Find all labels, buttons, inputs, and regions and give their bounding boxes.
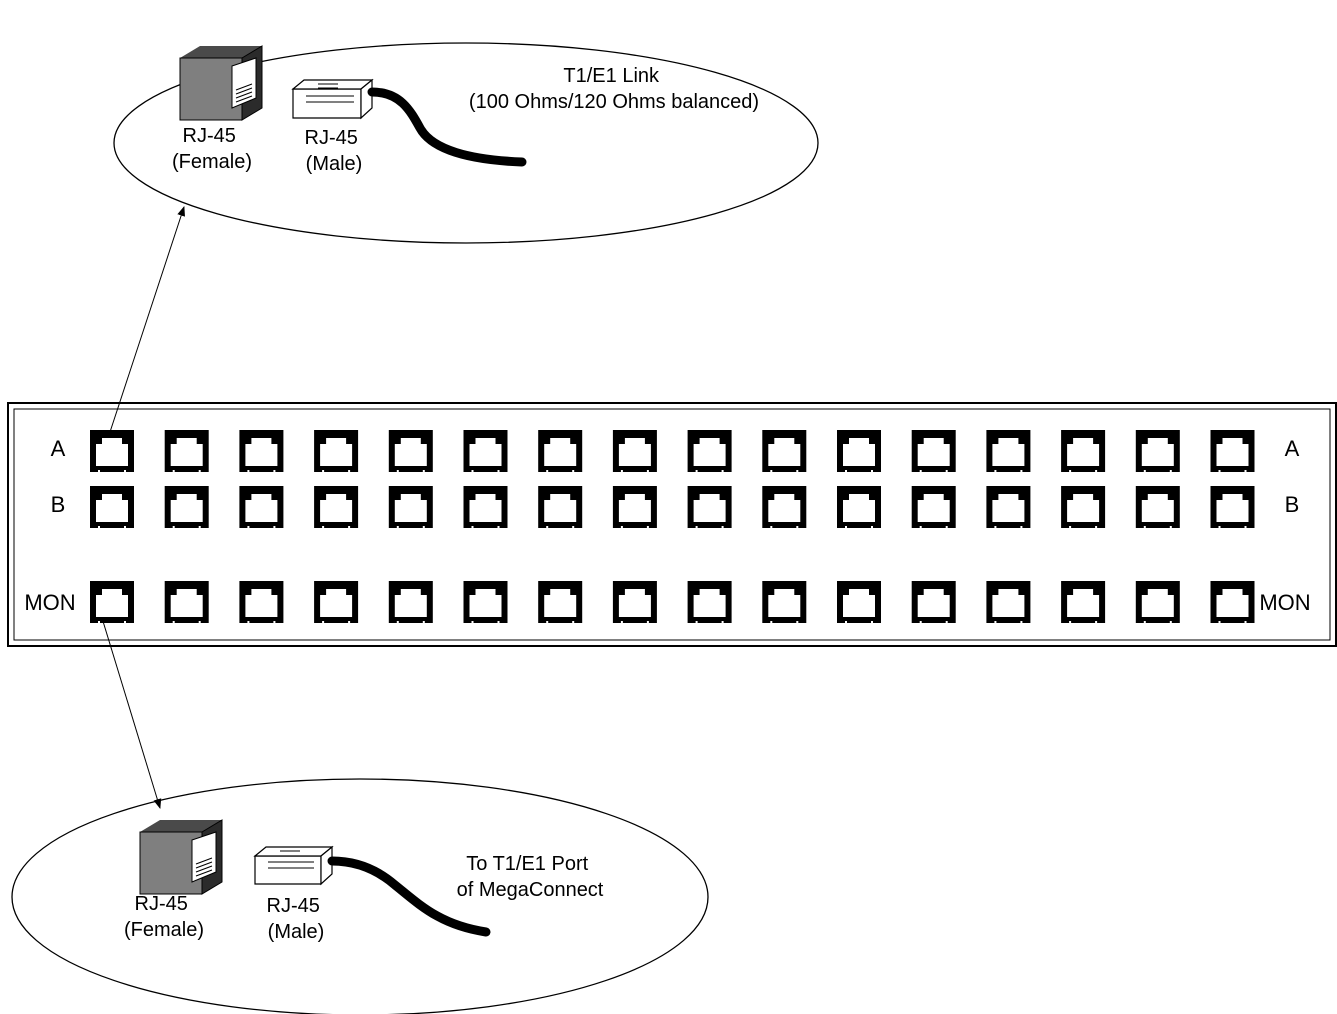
arrow-to-bottom-callout: [101, 617, 162, 809]
bottom-callout-ellipse: [11, 778, 709, 1014]
row-b-left-label: B: [51, 492, 66, 517]
bottom-link-label-line1: To T1/E1 Port: [466, 853, 588, 875]
top-link-label-line2: (100 Ohms/120 Ohms balanced): [469, 91, 759, 113]
rj45-port-b-9: [687, 486, 732, 528]
rj45-port-b-6: [463, 486, 508, 528]
rj45-port-a-3: [239, 430, 284, 472]
top-female-label-line2: (Female): [172, 151, 252, 173]
svg-text:RJ-45 (Female): RJ-45 (Female): [124, 893, 204, 941]
rj45-port-a-4: [314, 430, 359, 472]
top-male-label-line1: RJ-45: [305, 127, 358, 149]
rj45-port-a-5: [388, 430, 433, 472]
row-a-left-label: A: [51, 436, 66, 461]
arrow-to-top-callout: [109, 206, 185, 433]
rj45-port-b-16: [1210, 486, 1255, 528]
rj45-port-a-9: [687, 430, 732, 472]
svg-text:RJ-45 (Male): RJ-45 (Male): [267, 895, 326, 943]
bottom-link-label-line2: of MegaConnect: [457, 879, 604, 901]
rj45-female-icon: [139, 819, 223, 895]
svg-text:RJ-45 (Female): RJ-45 (Female): [172, 125, 252, 173]
top-female-label-line1: RJ-45: [183, 125, 236, 147]
rj45-port-b-15: [1135, 486, 1180, 528]
rj45-port-a-11: [837, 430, 881, 472]
rj45-male-plug-icon: [291, 78, 527, 167]
row-a-right-label: A: [1285, 436, 1300, 461]
port-grid: [90, 430, 1255, 623]
rj45-female-icon: [179, 45, 263, 121]
bottom-male-label-line2: (Male): [268, 921, 325, 943]
rj45-port-b-10: [762, 486, 807, 528]
rj45-port-mon-1: [90, 581, 134, 623]
rj45-port-mon-6: [463, 581, 508, 623]
top-callout: RJ-45 (Female) RJ-45 (Male) T1/E1 Link (…: [113, 42, 819, 244]
rj45-port-b-14: [1061, 486, 1106, 528]
rj45-port-a-2: [164, 430, 209, 472]
rj45-port-mon-14: [1061, 581, 1106, 623]
panel-inner-frame: [13, 408, 1331, 641]
svg-text:To T1/E1 Port of MegaCon: To T1/E1 Port of MegaConnect: [457, 853, 604, 901]
rj45-port-mon-13: [986, 581, 1031, 623]
rj45-port-b-11: [837, 486, 881, 528]
rj45-port-mon-4: [314, 581, 359, 623]
bottom-callout: RJ-45 (Female) RJ-45 (Male) To T1/E1 Por…: [11, 778, 709, 1014]
rj45-port-mon-15: [1135, 581, 1180, 623]
rj45-port-a-16: [1210, 430, 1255, 472]
rj45-port-mon-9: [687, 581, 732, 623]
bottom-female-label-line2: (Female): [124, 919, 204, 941]
rj45-port-b-3: [239, 486, 284, 528]
top-callout-ellipse: [113, 42, 819, 244]
rj45-port-mon-2: [164, 581, 209, 623]
rj45-port-a-8: [612, 430, 657, 472]
rj45-port-a-14: [1061, 430, 1106, 472]
rj45-port-a-7: [538, 430, 583, 472]
rj45-port-b-7: [538, 486, 583, 528]
top-male-label-line2: (Male): [306, 153, 363, 175]
rj45-port-b-13: [986, 486, 1031, 528]
rj45-port-b-4: [314, 486, 359, 528]
svg-text:RJ-45 (Male): RJ-45 (Male): [305, 127, 364, 175]
rj45-port-mon-10: [762, 581, 807, 623]
rj45-port-mon-7: [538, 581, 583, 623]
patch-panel: A A B B MON MON: [7, 402, 1337, 647]
rj45-port-b-1: [90, 486, 134, 528]
rj45-port-a-6: [463, 430, 508, 472]
bottom-female-label-line1: RJ-45: [135, 893, 188, 915]
svg-text:T1/E1 Link (100 Ohms/120: T1/E1 Link (100 Ohms/120 Ohms balanced): [469, 65, 759, 113]
rj45-port-a-15: [1135, 430, 1180, 472]
rj45-port-a-12: [911, 430, 956, 472]
rj45-port-mon-8: [612, 581, 657, 623]
rj45-port-a-10: [762, 430, 807, 472]
row-b-right-label: B: [1285, 492, 1300, 517]
rj45-port-b-2: [164, 486, 209, 528]
rj45-port-mon-3: [239, 581, 284, 623]
top-link-label-line1: T1/E1 Link: [563, 65, 660, 87]
rj45-port-mon-16: [1210, 581, 1255, 623]
row-mon-left-label: MON: [24, 590, 75, 615]
rj45-port-b-5: [388, 486, 433, 528]
panel-outer-frame: [7, 402, 1337, 647]
bottom-male-label-line1: RJ-45: [267, 895, 320, 917]
rj45-port-mon-11: [837, 581, 881, 623]
rj45-male-plug-icon: [253, 845, 491, 937]
rj45-port-mon-5: [388, 581, 433, 623]
rj45-port-mon-12: [911, 581, 956, 623]
rj45-port-b-12: [911, 486, 956, 528]
rj45-port-b-8: [612, 486, 657, 528]
rj45-port-a-1: [90, 430, 134, 472]
row-mon-right-label: MON: [1259, 590, 1310, 615]
rj45-port-a-13: [986, 430, 1031, 472]
